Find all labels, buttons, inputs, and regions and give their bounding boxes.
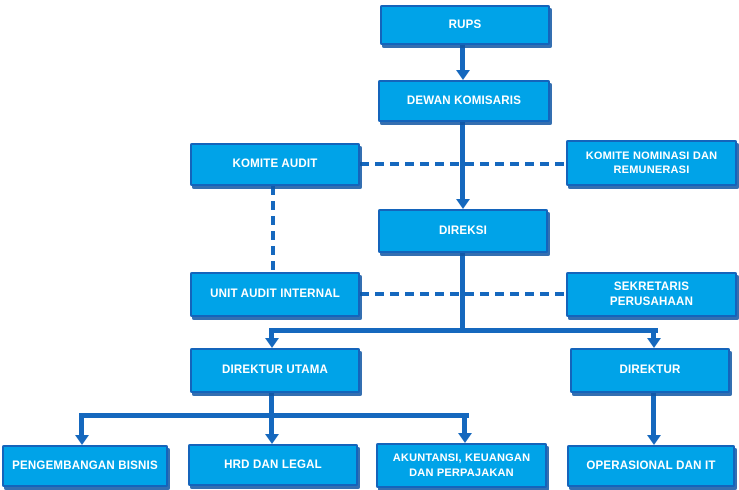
edge-to-direktur-line (651, 328, 656, 339)
node-akuntansi-keuangan-dan-perpajakan: AKUNTANSI, KEUANGAN DAN PERPAJAKAN (376, 443, 547, 488)
node-unit-audit-internal: UNIT AUDIT INTERNAL (190, 272, 360, 317)
node-label: PENGEMBANGAN BISNIS (12, 459, 158, 472)
node-label: UNIT AUDIT INTERNAL (210, 288, 340, 301)
edge-to-pengembangan-line (79, 413, 84, 435)
node-hrd-dan-legal: HRD DAN LEGAL (188, 444, 358, 486)
node-label: AKUNTANSI, KEUANGAN DAN PERPAJAKAN (392, 452, 531, 479)
node-label: SEKRETARIS PERUSAHAAN (609, 280, 694, 308)
edge-to-direktur-utama-line (269, 328, 274, 339)
node-komite-audit: KOMITE AUDIT (190, 143, 360, 186)
node-label: DIREKTUR (619, 364, 681, 377)
edge-rups-to-dewan-line (460, 44, 465, 71)
node-komite-nominasi-dan-remunerasi: KOMITE NOMINASI DAN REMUNERASI (566, 140, 737, 186)
arrowhead-down-icon (265, 434, 279, 444)
arrowhead-down-icon (456, 199, 470, 209)
node-label: RUPS (448, 18, 482, 31)
arrowhead-down-icon (458, 433, 472, 443)
node-operasional-dan-it: OPERASIONAL DAN IT (567, 445, 735, 487)
edge-komite-audit-to-unit-audit-dashed (271, 186, 275, 272)
node-label: DIREKSI (438, 224, 488, 237)
node-direktur: DIREKTUR (570, 348, 730, 393)
node-label: OPERASIONAL DAN IT (586, 459, 716, 472)
arrowhead-down-icon (75, 435, 89, 445)
arrowhead-down-icon (647, 435, 661, 445)
node-pengembangan-bisnis: PENGEMBANGAN BISNIS (2, 445, 168, 487)
node-label: KOMITE AUDIT (232, 158, 318, 171)
edge-komite-audit-to-komite-nominasi-dashed (360, 162, 566, 166)
edge-dewan-to-direksi-line (460, 121, 465, 200)
node-label: HRD DAN LEGAL (224, 458, 322, 471)
edge-direksi-split-horizontal-line (269, 328, 658, 333)
edge-direktur-utama-split-horizontal-line (79, 413, 469, 418)
arrowhead-down-icon (265, 338, 279, 348)
arrowhead-down-icon (456, 70, 470, 80)
node-direksi: DIREKSI (378, 209, 548, 253)
node-rups: RUPS (380, 5, 550, 45)
edge-unit-audit-to-sekretaris-dashed (360, 292, 566, 296)
node-dewan-komisaris: DEWAN KOMISARIS (378, 80, 550, 122)
arrowhead-down-icon (647, 338, 661, 348)
edge-direktur-to-operasional-line (651, 392, 656, 435)
node-label: KOMITE NOMINASI DAN REMUNERASI (585, 149, 718, 176)
node-sekretaris-perusahaan: SEKRETARIS PERUSAHAAN (566, 272, 737, 317)
edge-to-akuntansi-line (462, 413, 467, 433)
node-label: DEWAN KOMISARIS (406, 94, 522, 107)
node-direktur-utama: DIREKTUR UTAMA (190, 348, 360, 393)
node-label: DIREKTUR UTAMA (221, 364, 329, 377)
